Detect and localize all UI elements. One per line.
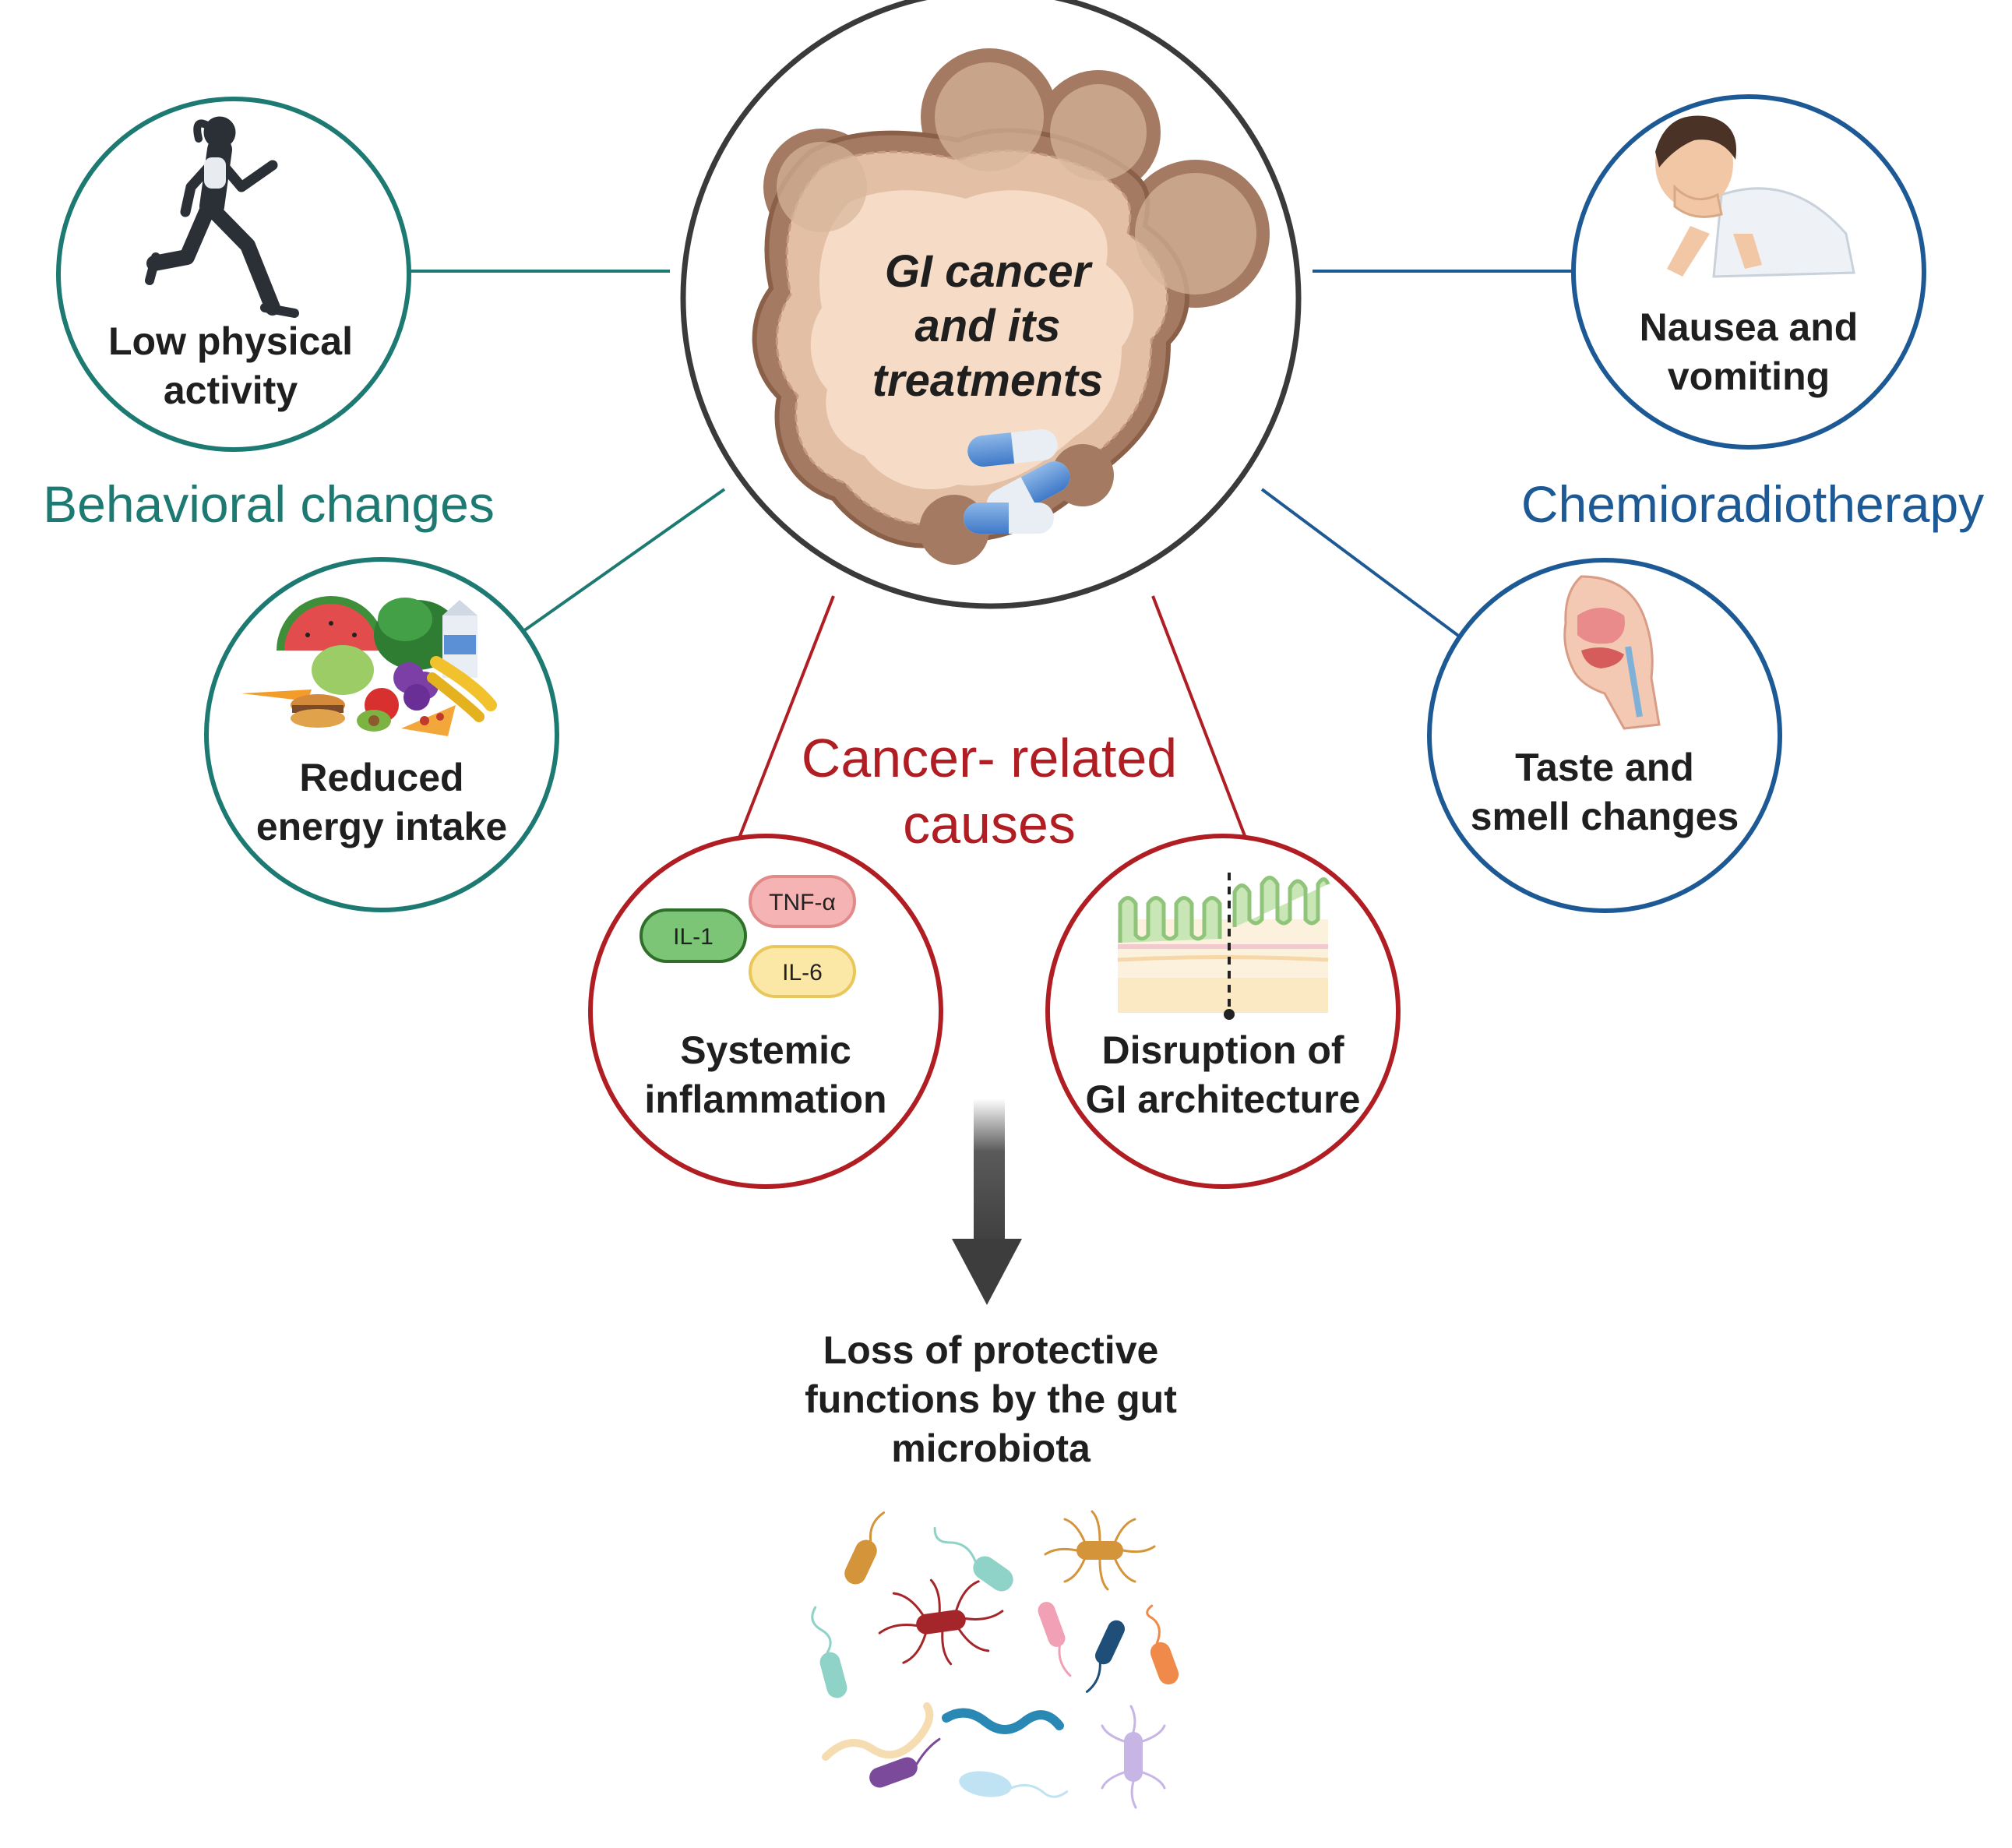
- connector-taste: [1260, 488, 1462, 639]
- outcome-line2: functions by the gut: [805, 1377, 1177, 1421]
- node-nausea: Nausea and vomiting: [1571, 94, 1926, 450]
- nausea-person-icon: [1655, 115, 1855, 278]
- tumor-illustration: [752, 48, 1270, 565]
- bacterium: [1146, 1604, 1179, 1685]
- node-taste-circle: [1427, 558, 1782, 913]
- node-taste-line1: Taste and: [1515, 746, 1694, 789]
- node-architecture-line2: GI architecture: [1086, 1077, 1361, 1121]
- cytokine-il1-label: IL-1: [673, 924, 714, 950]
- bacterium: [1085, 1620, 1126, 1693]
- node-physical-line1: Low physical: [108, 319, 353, 363]
- category-cancer-line2: causes: [903, 794, 1076, 855]
- node-nausea-line2: vomiting: [1668, 354, 1830, 398]
- bacterium: [959, 1771, 1069, 1798]
- down-arrow: [952, 1099, 1022, 1305]
- head-anatomy-icon: [1563, 575, 1661, 730]
- outcome-line1: Loss of protective: [823, 1328, 1159, 1372]
- connectors: [409, 270, 1573, 841]
- node-inflammation-line2: inflammation: [644, 1077, 886, 1121]
- category-behavioral: Behavioral changes: [43, 475, 495, 533]
- node-architecture: Disruption of GI architecture: [1045, 834, 1401, 1189]
- bacterium: [811, 1606, 847, 1698]
- node-nausea-line1: Nausea and: [1640, 305, 1859, 349]
- bacterium: [933, 1526, 1013, 1592]
- cytokine-tnf-label: TNF-α: [769, 890, 836, 915]
- bacterium: [1101, 1705, 1166, 1809]
- node-physical-circle: [56, 97, 411, 452]
- bacterium: [942, 1708, 1064, 1734]
- cytokine-il6: IL-6: [749, 945, 856, 998]
- node-physical-line2: activity: [164, 369, 298, 412]
- capsules-icon: [964, 429, 1070, 534]
- runner-icon: [145, 116, 299, 318]
- node-taste: Taste and smell changes: [1427, 558, 1782, 913]
- connector-inflammation: [737, 595, 835, 841]
- node-energy-intake: Reduced energy intake: [204, 557, 559, 912]
- bacterium: [869, 1737, 941, 1788]
- node-physical-activity: Low physical activity: [56, 97, 411, 452]
- bacterium: [878, 1578, 1004, 1666]
- gut-microbiota-icon: [811, 1510, 1179, 1809]
- category-chemo: Chemioradiotherapy: [1521, 475, 1984, 533]
- node-inflammation: IL-1 TNF-α IL-6 Systemic inflammation: [588, 834, 943, 1189]
- node-energy-line1: Reduced: [299, 756, 463, 799]
- connector-architecture: [1151, 595, 1248, 841]
- bacterium: [844, 1511, 886, 1585]
- cytokine-tnf: TNF-α: [749, 875, 856, 928]
- bacterium: [822, 1702, 934, 1761]
- center-title-line1: GI cancer: [885, 246, 1094, 297]
- center-title-line2: and its: [915, 301, 1061, 351]
- node-inflammation-line1: Systemic: [680, 1028, 851, 1072]
- category-cancer-line1: Cancer- related: [802, 728, 1177, 788]
- node-architecture-line1: Disruption of: [1101, 1028, 1344, 1072]
- connector-energy: [522, 488, 726, 633]
- bacterium: [1038, 1602, 1072, 1677]
- bacterium: [1044, 1510, 1156, 1591]
- outcome-line3: microbiota: [891, 1427, 1091, 1470]
- node-taste-line2: smell changes: [1471, 795, 1739, 838]
- center-node: GI cancer and its treatments: [680, 0, 1302, 609]
- node-energy-line2: energy intake: [256, 805, 507, 848]
- food-icon: [241, 596, 497, 736]
- intestinal-villi-icon: [1117, 873, 1330, 1020]
- cytokine-il6-label: IL-6: [782, 960, 823, 986]
- center-title-line3: treatments: [872, 355, 1104, 406]
- cytokine-il1: IL-1: [640, 908, 747, 963]
